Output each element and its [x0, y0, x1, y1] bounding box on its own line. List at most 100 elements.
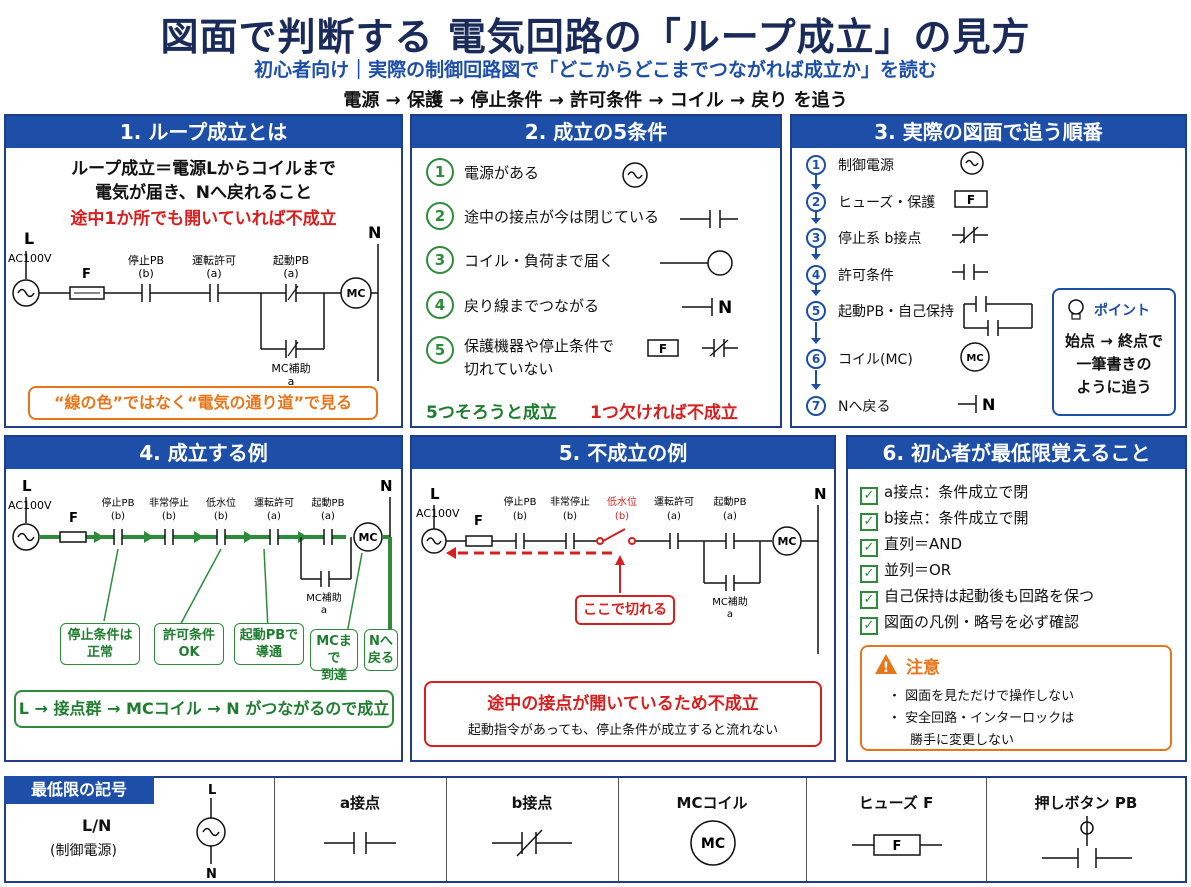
legend-ac-source-icon: L N: [196, 783, 226, 880]
success-circuit-diagram: L N AC100V F 停止PB (b) 非常停止 (b) 低水位 (b) 運…: [8, 477, 396, 649]
svg-text:L: L: [22, 477, 32, 495]
panel-trace-order: 3. 実際の図面で追う順番 F M: [790, 114, 1187, 428]
svg-text:(b): (b): [563, 511, 577, 522]
svg-text:N: N: [380, 477, 393, 495]
svg-text:MC補助: MC補助: [712, 595, 748, 608]
condition-5: 5: [426, 336, 454, 364]
checkbox-icon: ✓: [860, 565, 878, 583]
legend-mc-label: MCコイル: [676, 794, 748, 812]
panel-title: 6. 初心者が最低限覚えること: [848, 437, 1185, 469]
condition-2: 2: [426, 202, 454, 230]
checkbox-icon: ✓: [860, 539, 878, 557]
point-callout: ポイント 始点 → 終点で 一筆書きの ように追う: [1052, 288, 1176, 416]
legend-ln-label: L/N: [82, 816, 112, 835]
ac-label: AC100V: [8, 252, 52, 265]
legend-panel: 最低限の記号 L/N (制御電源) L N a接点 b接点 MCコイル MC ヒ…: [4, 776, 1187, 883]
legend-pb-label: 押しボタン PB: [1034, 794, 1138, 812]
svg-text:運転許可: 運転許可: [254, 496, 294, 509]
legend-b-label: b接点: [511, 794, 553, 812]
svg-text:N: N: [206, 867, 217, 880]
svg-text:(b): (b): [615, 511, 629, 522]
number-badge: 5: [426, 336, 454, 364]
a-contact-icon: [952, 264, 988, 280]
svg-text:起動PB: 起動PB: [714, 495, 747, 508]
svg-text:(a): (a): [283, 267, 298, 280]
svg-text:MC: MC: [966, 353, 983, 364]
panel-title: 2. 成立の5条件: [412, 116, 780, 148]
legend-title: 最低限の記号: [4, 776, 154, 804]
self-hold-icon: [963, 296, 1033, 336]
svg-text:(b): (b): [214, 511, 228, 522]
n-label: N: [368, 223, 381, 242]
svg-text:L: L: [430, 485, 440, 503]
svg-text:運転許可: 運転許可: [654, 495, 694, 508]
svg-text:(a): (a): [667, 511, 681, 522]
fuse-icon: [59, 531, 87, 543]
svg-text:F: F: [893, 839, 902, 854]
svg-text:F: F: [69, 511, 78, 526]
condition-4: 4: [426, 291, 454, 319]
flow-summary: 電源 → 保護 → 停止条件 → 許可条件 → コイル → 戻り を追う: [343, 90, 848, 111]
panel-loop-definition: 1. ループ成立とは ループ成立＝電源Lからコイルまで 電気が届き、Nへ戻れるこ…: [4, 114, 403, 428]
note-callout: “線の色”ではなく“電気の通り道”で見る: [28, 386, 378, 420]
contact-icons: [515, 531, 735, 551]
definition-line-1: ループ成立＝電源Lからコイルまで: [71, 159, 336, 179]
fuse-label: F: [82, 267, 91, 282]
legend-fuse-label: ヒューズ F: [858, 794, 934, 812]
panel-must-know: 6. 初心者が最低限覚えること ✓a接点：条件成立で閉 ✓b接点：条件成立で開 …: [846, 435, 1187, 762]
page-subtitle: 初心者向け｜実際の制御回路図で「どこからどこまでつながれば成立か」を読む: [254, 59, 937, 81]
step-badge: 1: [806, 155, 826, 175]
svg-text:MC補助: MC補助: [306, 591, 342, 604]
panel-title: 3. 実際の図面で追う順番: [792, 116, 1185, 148]
panel-success-example: 4. 成立する例 L N AC100V F 停止PB (b) 非常停止 (b) …: [4, 435, 403, 762]
stop-pb-label: 停止PB: [128, 253, 164, 267]
svg-text:F: F: [967, 193, 975, 207]
warning-text: 途中1か所でも開いていれば不成立: [70, 209, 337, 229]
svg-text:停止PB: 停止PB: [102, 496, 135, 509]
checkbox-icon: ✓: [860, 591, 878, 609]
svg-text:N: N: [718, 298, 732, 318]
condition-symbols: N F: [622, 162, 738, 357]
caution-box: ! 注意 ・ 図面を見ただけで操作しない ・ 安全回路・インターロックは 勝手に…: [860, 645, 1172, 751]
page-title: 図面で判断する 電気回路の「ループ成立」の見方: [160, 15, 1031, 59]
condition-3: 3: [426, 246, 454, 274]
svg-text:低水位: 低水位: [206, 496, 236, 509]
svg-text:(a): (a): [206, 267, 221, 280]
b-contact-icon: [952, 226, 988, 244]
panel-five-conditions: 2. 成立の5条件 1 電源がある 2 途中の接点が今は閉じている 3 コイル・…: [410, 114, 782, 428]
svg-text:(a): (a): [267, 511, 281, 522]
svg-text:MC: MC: [777, 535, 796, 548]
legend-a-label: a接点: [339, 794, 381, 812]
svg-text:非常停止: 非常停止: [550, 495, 590, 508]
legend-fuse-icon: F: [852, 834, 942, 856]
svg-text:(b): (b): [162, 511, 176, 522]
svg-text:MC: MC: [346, 287, 365, 300]
check-item: ✓b接点：条件成立で開: [860, 507, 1029, 531]
panel-title: 1. ループ成立とは: [6, 116, 401, 148]
step-badge: 6: [806, 349, 826, 369]
fuse-icon: [647, 339, 679, 357]
svg-text:(a): (a): [321, 511, 335, 522]
svg-text:低水位: 低水位: [607, 495, 637, 508]
check-item: ✓図面の凡例・略号を必ず確認: [860, 611, 1079, 635]
checkbox-icon: ✓: [860, 487, 878, 505]
svg-text:MC: MC: [701, 836, 725, 852]
svg-text:AC100V: AC100V: [416, 507, 460, 520]
panel-failure-example: 5. 不成立の例 L N AC100V F 停止PB (b) 非常停止 (b) …: [410, 435, 836, 762]
success-summary: L → 接点群 → MCコイル → N がつながるので成立: [14, 690, 394, 728]
svg-text:F: F: [659, 342, 667, 356]
svg-text:N: N: [814, 485, 827, 503]
note-return-n: Nへ戻る: [364, 629, 398, 671]
svg-text:(b): (b): [138, 267, 154, 280]
lightbulb-icon: [1068, 299, 1084, 320]
open-contact-icon: [596, 528, 636, 545]
checkbox-icon: ✓: [860, 617, 878, 635]
legend-mc-coil-icon: MC: [690, 820, 736, 866]
load-coil-icon: [707, 250, 733, 276]
self-hold-branch: [300, 537, 352, 587]
checkbox-icon: ✓: [860, 513, 878, 531]
flow-arrows: [94, 531, 308, 543]
l-label: L: [24, 229, 34, 248]
panel-title: 5. 不成立の例: [412, 437, 834, 469]
step-badge: 3: [806, 228, 826, 248]
